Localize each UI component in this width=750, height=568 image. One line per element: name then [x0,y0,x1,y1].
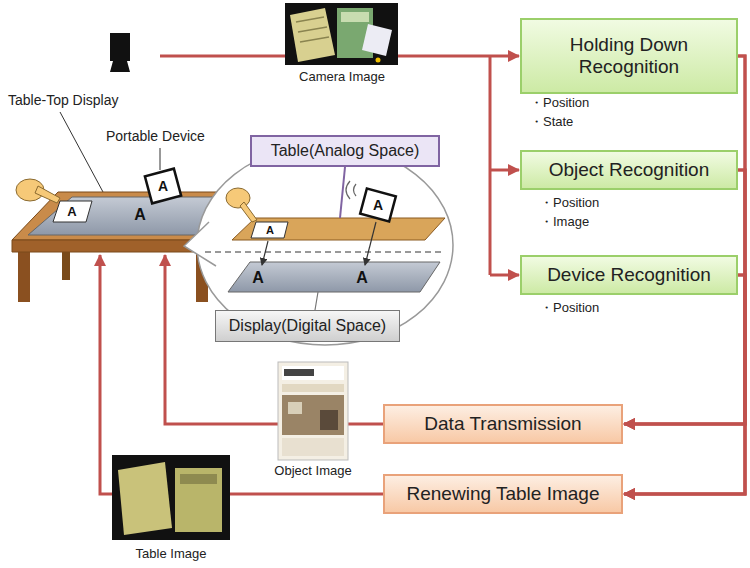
callout-bubble [240,202,257,222]
box-text: Object Recognition [549,159,710,181]
output-item: ・State [530,114,573,130]
box-text: Display(Digital Space) [229,317,386,335]
callout-bubble [262,241,268,265]
flow-arrow [624,56,745,424]
object-image-photo [278,362,348,460]
leader-line [60,112,110,205]
table-illustration [53,201,92,222]
space-label-box: Table(Analog Space) [250,135,440,167]
callout-bubble [365,222,376,265]
object-image-photo [320,410,338,430]
object-image-photo [278,362,348,460]
part-label: Table-Top Display [8,92,119,109]
table-image-photo [112,455,230,540]
camera-icon [110,61,130,72]
camera-image-photo [341,12,369,22]
letter-mark: A [373,198,383,212]
box-text: Data Transmission [424,413,581,435]
image-caption: Camera Image [299,69,385,85]
table-image-photo [118,462,172,535]
box-text: Holding Down Recognition [549,34,709,78]
output-item: ・Position [540,300,599,316]
callout-bubble [251,222,288,238]
camera-image-photo [376,58,381,63]
image-caption: Table Image [136,546,207,562]
object-image-photo [284,369,314,376]
callout-bubble [205,251,445,252]
flow-arrow [624,275,745,494]
callout-bubble [232,218,445,240]
camera-image-photo [290,8,335,62]
image-caption: Object Image [274,463,351,479]
camera-flow-arrow [490,274,519,277]
box-text: Table(Analog Space) [271,142,420,160]
table-illustration [18,250,30,302]
letter-mark: A [356,270,368,286]
callout-bubble [184,222,216,266]
callout-bubble [346,181,356,199]
output-item: ・Image [540,214,589,230]
part-label: Portable Device [106,128,205,145]
table-image-photo [180,474,217,484]
output-item: ・Position [530,95,589,111]
camera-flow-arrow [489,56,492,275]
output-box: Renewing Table Image [383,474,623,514]
object-image-photo [282,438,344,456]
box-text: Device Recognition [547,264,711,286]
table-image-photo [112,455,230,540]
box-text: Renewing Table Image [407,483,600,505]
object-image-photo [282,395,344,435]
callout-bubble [184,145,453,345]
space-label-box: Display(Digital Space) [215,310,400,342]
callout-bubble [360,189,396,222]
callout-bubble [184,222,216,266]
letter-mark: A [252,270,264,286]
letter-mark: A [266,225,274,236]
camera-icon [110,33,130,61]
process-box: Holding Down Recognition [520,18,738,94]
table-image-photo [175,468,222,532]
letter-mark: A [134,207,146,223]
callout-bubble [315,292,318,310]
table-illustration [12,240,212,252]
camera-image-photo [362,24,392,56]
letter-mark: A [67,205,76,218]
process-box: Object Recognition [520,150,738,190]
object-image-photo [282,384,344,392]
leader-line [160,148,161,170]
process-box: Device Recognition [520,255,738,295]
camera-image-photo [285,3,398,65]
camera-image-photo [285,3,398,65]
object-image-photo [282,366,344,380]
letter-mark: A [158,179,168,193]
output-item: ・Position [540,195,599,211]
camera-icon [110,33,130,72]
output-box: Data Transmission [383,404,623,444]
table-illustration [35,186,60,203]
flow-arrow [624,170,745,494]
flow-arrow [624,170,745,424]
object-image-photo [288,402,302,414]
camera-image-photo [296,17,329,42]
callout-bubble [197,145,453,345]
callout-bubble [340,167,345,218]
flow-arrow [624,275,745,424]
leader-line [60,112,160,205]
table-illustration [62,250,70,280]
camera-flow-arrow [490,169,519,172]
callout-bubble [228,262,440,292]
table-illustration [145,169,181,204]
